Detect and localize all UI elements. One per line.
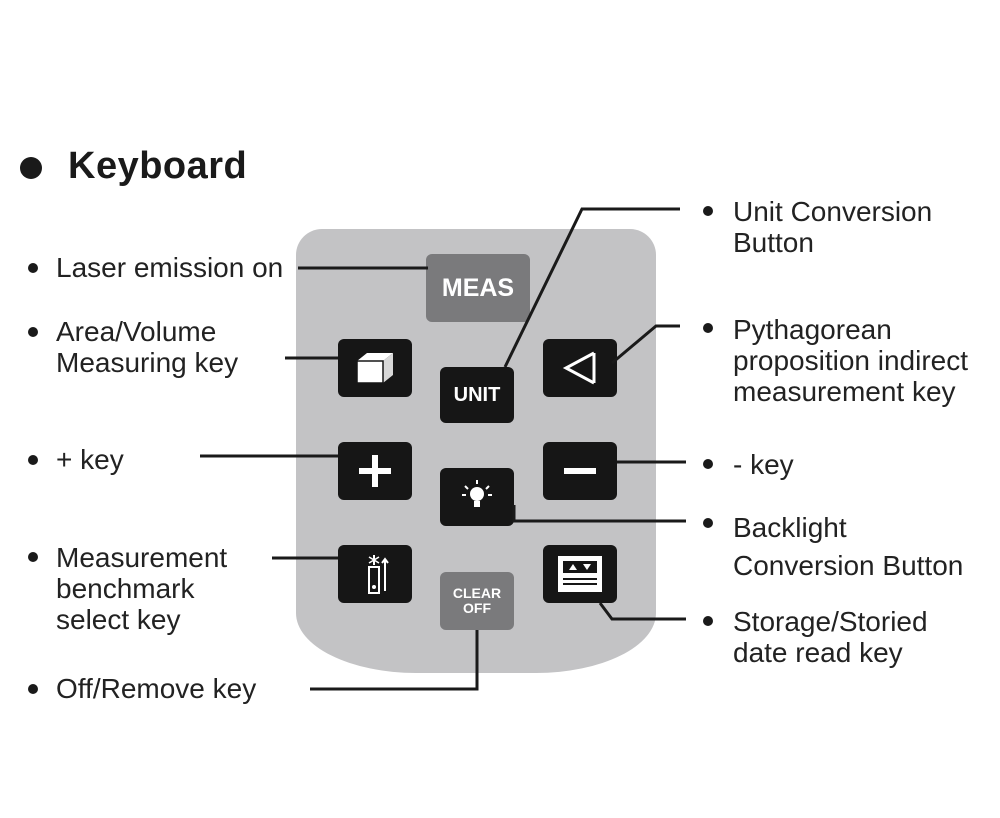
clear-key-label: CLEAR [452, 585, 502, 601]
plus-key-label: + key [56, 444, 124, 475]
label-line: Unit Conversion [733, 196, 933, 227]
bullet [28, 552, 38, 562]
backlight-key[interactable] [440, 468, 514, 526]
storage-screen-icon [558, 556, 602, 592]
minus-icon [564, 468, 596, 474]
benchmark-key[interactable] [338, 545, 412, 603]
meas-key[interactable]: MEAS [426, 254, 530, 322]
meas-key-label: MEAS [441, 273, 515, 302]
label-line: Off/Remove key [56, 673, 257, 704]
bullet [703, 323, 713, 333]
bullet [703, 616, 713, 626]
label-line: - key [733, 449, 794, 480]
storage-key[interactable] [543, 545, 617, 603]
minus-key[interactable] [543, 442, 617, 500]
label-line: Pythagorean [733, 314, 892, 345]
off-key-label: OFF [463, 600, 491, 616]
bullet [28, 684, 38, 694]
bullet [703, 518, 713, 528]
label-line: Conversion Button [733, 550, 964, 581]
label-line: date read key [733, 637, 903, 668]
area-volume-label: Area/Volume Measuring key [56, 316, 238, 378]
title-bullet [20, 157, 42, 179]
laser-benchmark-icon [368, 555, 389, 594]
storage-label: Storage/Storied date read key [733, 606, 928, 668]
label-line: + key [56, 444, 124, 475]
label-line: measurement key [733, 376, 956, 407]
label-line: Laser emission on [56, 252, 284, 283]
plus-icon [359, 455, 391, 487]
clear-off-key[interactable]: CLEAR OFF [440, 572, 514, 630]
bullet [28, 263, 38, 273]
bullet [28, 327, 38, 337]
area-volume-key[interactable] [338, 339, 412, 397]
bullet [703, 459, 713, 469]
label-line: Area/Volume [56, 316, 217, 347]
bullet [28, 455, 38, 465]
bullet [703, 206, 713, 216]
off-remove-label: Off/Remove key [56, 673, 256, 704]
minus-key-label: - key [733, 449, 794, 480]
label-line: Backlight [733, 512, 847, 543]
label-line: proposition indirect [733, 345, 969, 376]
label-line: benchmark [56, 573, 195, 604]
label-line: Storage/Storied [733, 606, 928, 637]
unit-conversion-label: Unit Conversion Button [733, 196, 932, 258]
page-title: Keyboard [68, 145, 248, 187]
plus-key[interactable] [338, 442, 412, 500]
laser-emission-label: Laser emission on [56, 252, 283, 283]
unit-key-label: UNIT [453, 383, 501, 406]
label-line: Measuring key [56, 347, 239, 378]
lightbulb-icon [462, 480, 492, 507]
label-line: select key [56, 604, 181, 635]
benchmark-label: Measurement benchmark select key [56, 542, 227, 635]
unit-key[interactable]: UNIT [440, 367, 514, 423]
backlight-label: Backlight Conversion Button [733, 509, 963, 585]
label-line: Button [733, 227, 814, 258]
triangle-icon [562, 351, 596, 385]
pythagorean-key[interactable] [543, 339, 617, 397]
label-line: Measurement [56, 542, 228, 573]
pythagorean-label: Pythagorean proposition indirect measure… [733, 314, 968, 407]
cube-icon [356, 353, 393, 384]
